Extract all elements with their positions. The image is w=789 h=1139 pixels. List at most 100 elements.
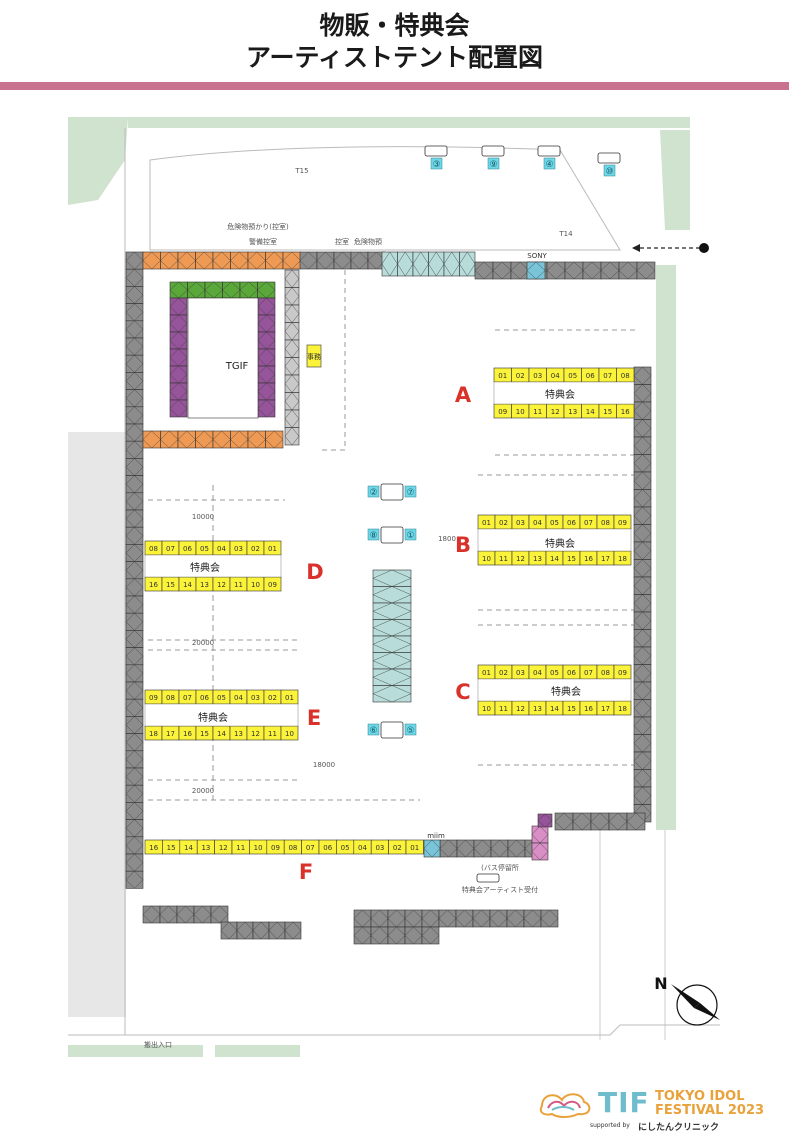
tgif-right-tent-2-frame [257,331,276,350]
perimeter-right-tent-19-frame [633,699,652,718]
vertical-gray-tent-3-frame [284,322,300,341]
area-d-center-box [144,554,282,578]
perimeter-left-tent-10 [125,423,144,442]
center-teal-left-tent-6-frame [372,668,412,686]
top-right-tent-5 [564,261,584,280]
sony-tent-frame [526,261,546,280]
top-teal-tent-4 [443,251,460,277]
perimeter-left-tent-16 [125,526,144,545]
area-f-booth-number-13: 13 [201,844,210,852]
center-car-1 [380,526,404,544]
tgif-left-tent-2 [169,331,188,350]
page-header: 物販・特典会 アーティストテント配置図 [0,0,789,90]
area-f-booth-number-06: 06 [323,844,332,852]
perimeter-left-tent-14 [125,492,144,511]
area-d-top-booth-number-01: 01 [268,545,277,553]
bus-stop-label: (バス停留所 [481,863,519,872]
tgif-right-tent-3 [257,348,276,367]
top-right-tent-0 [474,261,494,280]
perimeter-left-tent-33 [125,819,144,838]
lower-long2-tent-0 [353,926,372,945]
vertical-gray-tent-4-frame [284,339,300,358]
area-d-bottom-booth-number-13: 13 [200,581,209,589]
perimeter-right-tent-2 [633,401,652,420]
perimeter-left-tent-9 [125,406,144,425]
top-gray-tent-1 [316,251,335,270]
area-b-bottom-booth-number-14: 14 [550,555,559,563]
area-d-bottom-booth-number-12: 12 [217,581,226,589]
area-e-bottom-booth-number-12: 12 [251,730,260,738]
lower-long-tent-10 [523,909,542,928]
tgif-bottom-tent-3 [195,430,214,449]
area-e-bottom-booth-number-15: 15 [200,730,209,738]
area-e-bottom-booth-number-14: 14 [217,730,226,738]
center-teal-left-tent-1-frame [372,586,412,604]
perimeter-right-tent-13 [633,594,652,613]
pink-tent-1 [531,825,549,844]
bottom-right-tent-1 [572,812,592,831]
area-c-top-booth-number-09: 09 [618,669,627,677]
lower-left2-tent-3 [268,921,286,940]
tgif-left-tent-3 [169,348,188,367]
perimeter-left-tent-22-frame [125,630,144,648]
area-b-top-booth-number-04: 04 [533,519,542,527]
perimeter-left-tent-1 [125,268,144,287]
area-d-bottom-booth-number-11: 11 [234,581,243,589]
top-orange-tent-4 [212,251,231,270]
center-car-2-left-number: ⑥ [369,726,377,736]
top-right-tent-7 [600,261,620,280]
center-teal-left-tent-5-frame [372,652,412,670]
perimeter-right-tent-23 [633,769,652,788]
perimeter-left-tent-25 [125,681,144,700]
area-d-bottom-booth-number-16: 16 [149,581,158,589]
perimeter-left-tent-23-frame [125,647,144,666]
center-car-1-right-number: ① [406,531,414,541]
perimeter-right-tent-0-frame [633,366,652,385]
perimeter-right-tent-24 [633,786,652,805]
perimeter-left-tent-36-frame [125,870,144,889]
vertical-gray-tent-7-frame [284,392,300,411]
vertical-gray-tent-1 [284,287,300,306]
area-a-top-booth-number-08: 08 [621,372,630,380]
lower-long-tent-11 [540,909,559,928]
perimeter-right-tent-7 [633,489,652,508]
area-f-booth-number-16: 16 [149,844,158,852]
area-e-bottom-booth-number-10: 10 [285,730,294,738]
center-car-2 [380,721,404,739]
vertical-gray-tent-3 [284,322,300,341]
lower-long-tent-3 [404,909,423,928]
car-10-badge [603,164,616,177]
tgif-stage [187,297,259,419]
area-f-booth-number-05: 05 [341,844,350,852]
car-10-body [597,152,621,164]
lower-left2-tent-2 [252,921,270,940]
perimeter-left-tent-4 [125,320,144,339]
tgif-left-tent-4 [169,365,188,384]
vertical-gray-tent-0 [284,269,300,288]
area-a-bottom-booth-number-16: 16 [621,408,630,416]
compass-rose-icon [676,984,718,1026]
perimeter-right-tent-16 [633,646,652,665]
area-b-bottom-booth-number-11: 11 [499,555,508,563]
office-tent-label: 事務 [307,352,321,361]
area-b-top-booth-number-06: 06 [567,519,576,527]
lower-left-tent-2 [176,905,195,924]
vertical-gray-tent-1-frame [284,287,300,306]
supported-by: supported by [590,1122,630,1129]
perimeter-left-tent-32-frame [125,802,144,820]
vertical-gray-tent-4 [284,339,300,358]
tgif-left-tent-4-frame [169,365,188,384]
perimeter-right-tent-3-frame [633,419,652,438]
perimeter-right-tent-12 [633,576,652,595]
perimeter-right-tent-17 [633,664,652,683]
tgif-left-tent-5-frame [169,382,188,401]
lower-long-tent-5 [438,909,457,928]
area-e-top-booth-number-01: 01 [285,694,294,702]
exit-label: 搬出入口 [144,1040,172,1049]
tgif-left-tent-2-frame [169,331,188,350]
tgif-label: TGIF [225,361,249,372]
area-b-center-box [477,528,632,552]
miim-tent [423,839,441,858]
perimeter-right-tent-18 [633,681,652,700]
